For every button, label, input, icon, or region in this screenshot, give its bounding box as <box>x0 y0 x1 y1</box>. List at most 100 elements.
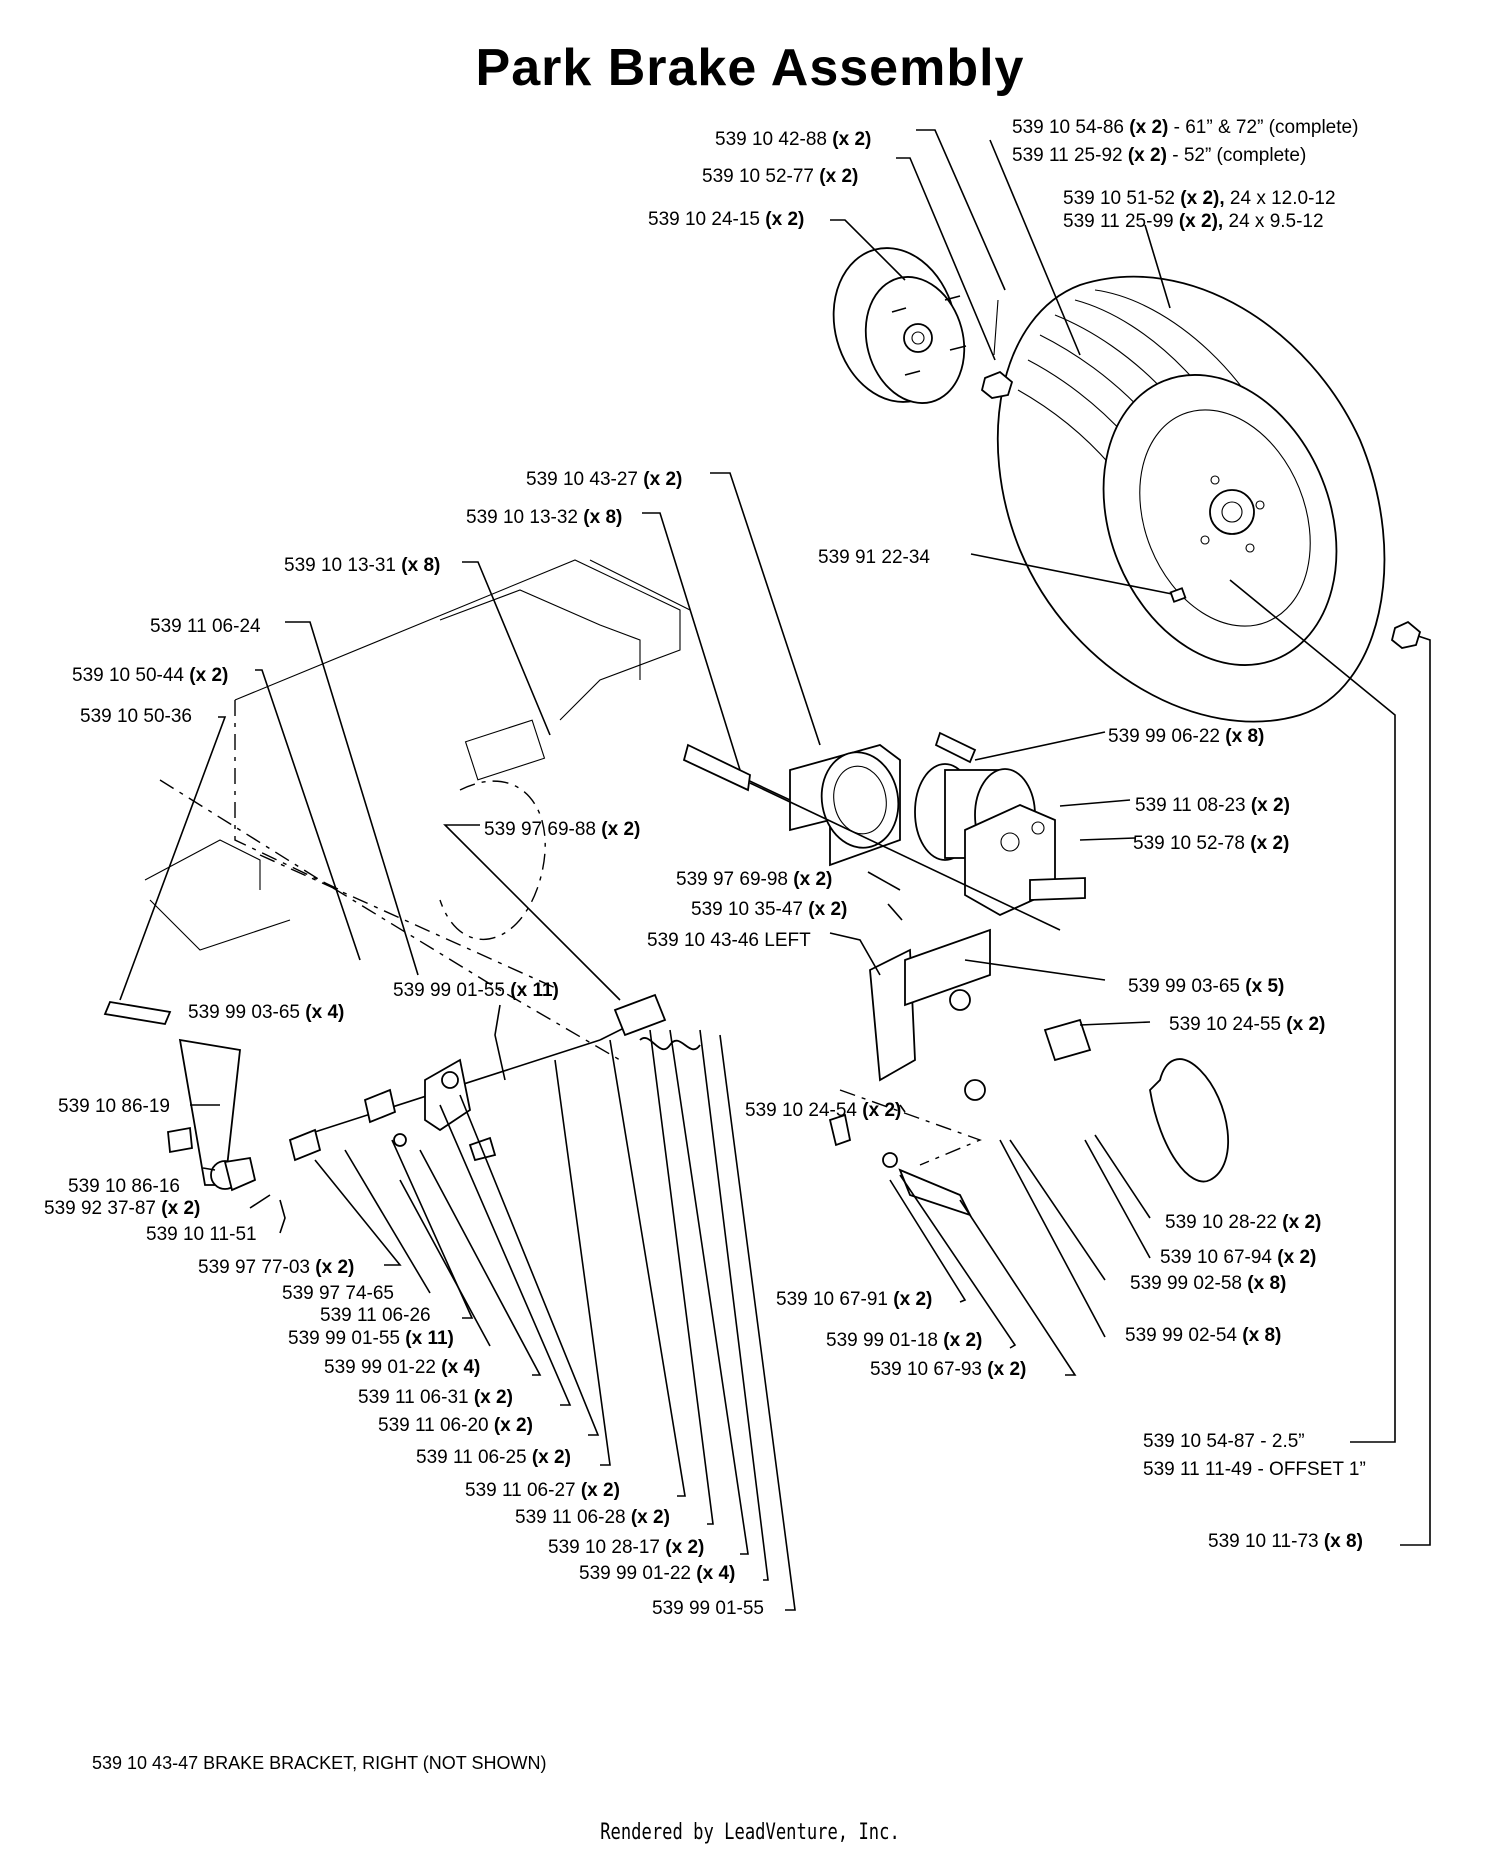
part-number: 539 99 01-18 <box>826 1330 938 1351</box>
label-pin-35-47: 539 10 35-47 (x 2) <box>691 899 847 921</box>
part-qty: (x 2) <box>1129 117 1169 138</box>
wheel-motor <box>914 763 1086 917</box>
label-rod-06-24: 539 11 06-24 <box>150 616 261 638</box>
part-qty: (x 2) <box>1282 1212 1322 1233</box>
label-nut-02-58: 539 99 02-58 (x 8) <box>1130 1273 1286 1295</box>
part-number: 539 10 52-78 <box>1133 833 1245 854</box>
park-brake-lever <box>103 1000 257 1192</box>
part-qty: (x 2) <box>1277 1247 1317 1268</box>
part-qty: (x 4) <box>305 1002 345 1023</box>
part-qty: (x 2) <box>793 869 833 890</box>
motor-bracket <box>687 744 901 867</box>
part-qty: (x 2) <box>601 819 641 840</box>
part-number: 539 11 06-24 <box>150 616 261 637</box>
part-number: 539 10 54-87 - 2.5” <box>1143 1431 1305 1452</box>
part-number: 539 11 08-23 <box>1135 795 1246 816</box>
label-band-28-22: 539 10 28-22 (x 2) <box>1165 1212 1321 1234</box>
part-number: 539 10 24-55 <box>1169 1014 1281 1035</box>
label-arm-67-91: 539 10 67-91 (x 2) <box>776 1289 932 1311</box>
part-number: 539 11 25-92 <box>1012 145 1123 166</box>
label-bushing-86-16: 539 10 86-16 <box>68 1176 180 1198</box>
part-qty: (x 2) <box>531 1447 571 1468</box>
label-clip-69-98: 539 97 69-98 (x 2) <box>676 869 832 891</box>
part-qty: (x 2) <box>580 1480 620 1501</box>
label-washer-01-22-b: 539 99 01-22 (x 4) <box>579 1563 735 1585</box>
label-wheel-assembly-52: 539 11 25-92 (x 2) - 52” (complete) <box>1012 145 1306 167</box>
part-number: 539 11 06-31 <box>358 1387 469 1408</box>
label-washer-01-55-bottom: 539 99 01-55 <box>652 1598 764 1620</box>
part-number: 539 11 06-25 <box>416 1447 527 1468</box>
part-qty: (x 5) <box>1245 976 1285 997</box>
part-number: 539 99 03-65 <box>188 1002 300 1023</box>
part-number: 539 11 06-28 <box>515 1507 626 1528</box>
label-tire-12: 539 10 51-52 (x 2), 24 x 12.0-12 <box>1063 188 1336 210</box>
part-note: - 52” (complete) <box>1166 145 1307 166</box>
part-qty: (x 2) <box>1127 145 1167 166</box>
part-qty: (x 8) <box>1242 1325 1282 1346</box>
label-motor-08-23: 539 11 08-23 (x 2) <box>1135 795 1290 817</box>
part-number: 539 10 67-91 <box>776 1289 888 1310</box>
label-tire-9-5: 539 11 25-99 (x 2), 24 x 9.5-12 <box>1063 211 1324 233</box>
label-pin-06-31: 539 11 06-31 (x 2) <box>358 1387 513 1409</box>
part-qty: (x 8) <box>1225 726 1265 747</box>
part-number: 539 11 06-26 <box>320 1305 431 1326</box>
label-valve-stem: 539 91 22-34 <box>818 547 930 569</box>
label-bolt-13-32: 539 10 13-32 (x 8) <box>466 507 622 529</box>
part-number: 539 99 01-55 <box>652 1598 764 1619</box>
label-clip-11-51: 539 10 11-51 <box>146 1224 257 1246</box>
label-spacer-67-94: 539 10 67-94 (x 2) <box>1160 1247 1316 1269</box>
brake-arm <box>828 1089 982 1217</box>
part-number: 539 10 50-36 <box>80 706 192 727</box>
part-number: 539 99 01-22 <box>579 1563 691 1584</box>
part-qty: (x 11) <box>405 1328 454 1349</box>
part-number: 539 10 11-51 <box>146 1224 257 1245</box>
part-qty: (x 2) <box>189 665 229 686</box>
part-number: 539 10 86-16 <box>68 1176 180 1197</box>
part-qty: (x 2) <box>643 469 683 490</box>
page-title: Park Brake Assembly <box>475 39 1025 97</box>
part-number: 539 99 02-54 <box>1125 1325 1237 1346</box>
part-qty: (x 2), <box>1178 211 1224 232</box>
part-number: 539 99 06-22 <box>1108 726 1220 747</box>
rendered-by-credit: Rendered by LeadVenture, Inc. <box>600 1820 900 1845</box>
label-stud-11-49: 539 11 11-49 - OFFSET 1” <box>1143 1459 1366 1481</box>
part-number: 539 10 54-86 <box>1012 117 1124 138</box>
part-number: 539 10 28-22 <box>1165 1212 1277 1233</box>
part-number: 539 97 69-88 <box>484 819 596 840</box>
wheel-hub <box>832 247 1014 404</box>
label-pin-24-55: 539 10 24-55 (x 2) <box>1169 1014 1325 1036</box>
part-qty: (x 2) <box>493 1415 533 1436</box>
label-washer-01-22-a: 539 99 01-22 (x 4) <box>324 1357 480 1379</box>
label-washer-01-55-mid: 539 99 01-55 (x 11) <box>288 1328 454 1350</box>
part-qty: (x 2) <box>943 1330 983 1351</box>
label-pin-24-54: 539 10 24-54 (x 2) <box>745 1100 901 1122</box>
part-number: 539 97 77-03 <box>198 1257 310 1278</box>
part-number: 539 10 13-32 <box>466 507 578 528</box>
part-number: 539 99 03-65 <box>1128 976 1240 997</box>
label-rod-06-26: 539 11 06-26 <box>320 1305 431 1327</box>
label-rod-06-27: 539 11 06-27 (x 2) <box>465 1480 620 1502</box>
label-stud-54-87: 539 10 54-87 - 2.5” <box>1143 1431 1305 1453</box>
label-bracket-43-46: 539 10 43-46 LEFT <box>647 930 811 952</box>
part-number: 539 91 22-34 <box>818 547 930 568</box>
long-bolt <box>682 731 1061 931</box>
label-clevis-77-03: 539 97 77-03 (x 2) <box>198 1257 354 1279</box>
part-qty: (x 2) <box>862 1100 902 1121</box>
part-number: 539 10 67-94 <box>1160 1247 1272 1268</box>
part-qty: (x 2) <box>1250 795 1290 816</box>
label-spring-28-17: 539 10 28-17 (x 2) <box>548 1537 704 1559</box>
label-key-52-78: 539 10 52-78 (x 2) <box>1133 833 1289 855</box>
part-qty: (x 2) <box>987 1359 1027 1380</box>
part-qty: (x 8) <box>583 507 623 528</box>
part-number: 539 10 52-77 <box>702 166 814 187</box>
part-qty: (x 2) <box>473 1387 513 1408</box>
part-qty: (x 8) <box>1247 1273 1287 1294</box>
part-qty: (x 2) <box>819 166 859 187</box>
label-rod-06-25: 539 11 06-25 (x 2) <box>416 1447 571 1469</box>
part-number: 539 99 01-22 <box>324 1357 436 1378</box>
part-qty: (x 4) <box>696 1563 736 1584</box>
part-number: 539 99 01-55 <box>288 1328 400 1349</box>
label-washer-02-54: 539 99 02-54 (x 8) <box>1125 1325 1281 1347</box>
